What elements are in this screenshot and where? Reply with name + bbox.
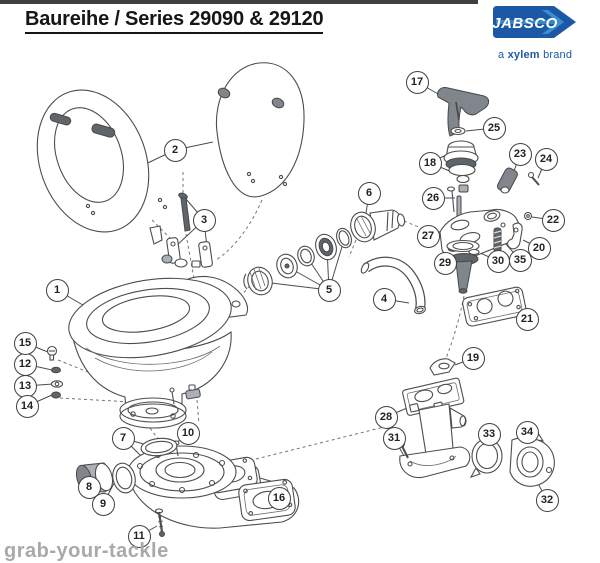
callout-23: 23 bbox=[508, 142, 532, 166]
callout-18: 18 bbox=[418, 151, 442, 175]
callout-1: 1 bbox=[45, 278, 69, 302]
callout-21: 21 bbox=[515, 307, 539, 331]
callout-30: 30 bbox=[486, 249, 510, 273]
callout-17: 17 bbox=[405, 70, 429, 94]
part-seal-kit bbox=[243, 227, 352, 296]
callout-3: 3 bbox=[192, 208, 216, 232]
page-title: Baureihe / Series 29090 & 29120 bbox=[25, 8, 324, 34]
part-discharge-base bbox=[397, 377, 471, 479]
part-pump-cap bbox=[443, 140, 479, 223]
jabsco-logo-mark: JABSCO bbox=[492, 6, 576, 38]
callout-19: 19 bbox=[461, 346, 485, 370]
jabsco-logo-text: JABSCO bbox=[492, 15, 558, 32]
callout-15: 15 bbox=[13, 331, 37, 355]
callout-2: 2 bbox=[163, 138, 187, 162]
callout-10: 10 bbox=[176, 421, 200, 445]
part-pump-handle bbox=[437, 87, 490, 137]
callout-35: 35 bbox=[508, 248, 532, 272]
callout-32: 32 bbox=[535, 488, 559, 512]
callout-9: 9 bbox=[91, 492, 115, 516]
callout-25: 25 bbox=[482, 116, 506, 140]
xylem-tagline: a xylem brand bbox=[498, 49, 573, 61]
callout-14: 14 bbox=[15, 394, 39, 418]
callout-22: 22 bbox=[541, 208, 565, 232]
callout-16: 16 bbox=[267, 486, 291, 510]
top-edge-strip bbox=[0, 0, 478, 4]
part-piston-assembly bbox=[446, 239, 480, 294]
callout-24: 24 bbox=[534, 147, 558, 171]
callout-11: 11 bbox=[127, 524, 151, 548]
callout-6: 6 bbox=[357, 181, 381, 205]
callout-27: 27 bbox=[416, 224, 440, 248]
callout-29: 29 bbox=[433, 251, 457, 275]
part-seat-ring bbox=[36, 89, 168, 233]
callout-4: 4 bbox=[372, 287, 396, 311]
part-seat-lid bbox=[215, 62, 305, 198]
callout-5: 5 bbox=[317, 278, 341, 302]
part-flush-base bbox=[75, 437, 300, 537]
part-inlet-hose bbox=[360, 256, 426, 315]
part-base-gasket-plate bbox=[462, 286, 527, 327]
callout-34: 34 bbox=[515, 420, 539, 444]
part-mounting-hardware bbox=[46, 345, 64, 399]
callout-20: 20 bbox=[527, 236, 551, 260]
callout-8: 8 bbox=[77, 475, 101, 499]
part-inlet-elbow bbox=[350, 209, 406, 243]
jabsco-logo: JABSCO a xylem brand bbox=[492, 5, 582, 61]
callout-26: 26 bbox=[421, 186, 445, 210]
watermark-text: grab-your-tackle bbox=[4, 540, 169, 562]
callout-31: 31 bbox=[382, 426, 406, 450]
callout-7: 7 bbox=[111, 426, 135, 450]
callout-28: 28 bbox=[374, 405, 398, 429]
callout-13: 13 bbox=[13, 374, 37, 398]
part-hinge-set bbox=[149, 192, 213, 268]
part-toilet-bowl bbox=[68, 276, 249, 429]
callout-12: 12 bbox=[13, 352, 37, 376]
part-clamp-and-screws bbox=[496, 167, 540, 221]
part-valve-bracket bbox=[429, 358, 456, 376]
part-pump-body bbox=[439, 208, 522, 261]
callout-33: 33 bbox=[477, 422, 501, 446]
